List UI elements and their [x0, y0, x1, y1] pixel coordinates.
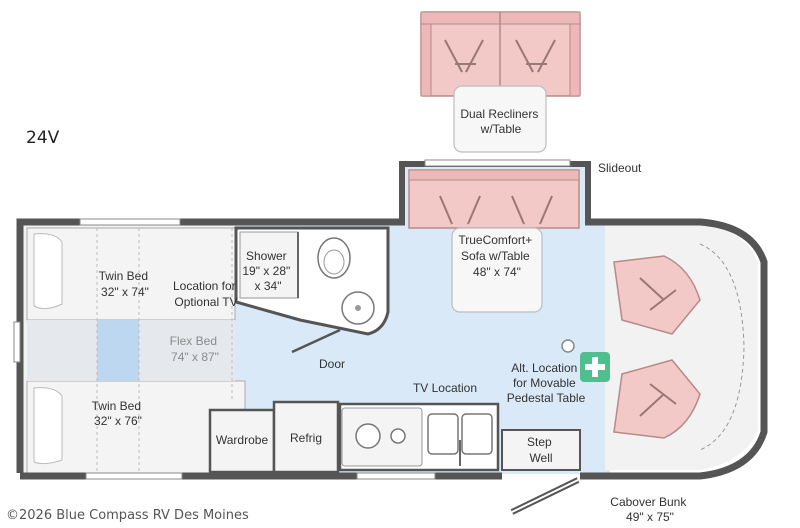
cab-seats: [613, 243, 745, 451]
optional-tv-label: Location for Optional TV: [173, 279, 239, 309]
dual-recliners-label: Dual Recliners w/Table: [460, 107, 541, 136]
model-name: 24V: [26, 128, 60, 148]
plus-icon: [580, 352, 610, 382]
twin-bed-top-label: Twin Bed 32" x 74": [99, 269, 152, 299]
flex-bed-label: Flex Bed 74" x 87": [170, 334, 221, 364]
alt-location-label: Alt. Location for Movable Pedestal Table: [507, 361, 586, 405]
watermark: ©2026 Blue Compass RV Des Moines: [6, 508, 249, 523]
cabover-label: Cabover Bunk 49" x 75": [610, 495, 689, 524]
step-well-label: Step Well: [527, 435, 555, 465]
wardrobe-label: Wardrobe: [216, 433, 269, 447]
door-label: Door: [319, 357, 345, 371]
twin-bed-bottom-label: Twin Bed 32" x 76": [92, 399, 145, 428]
dual-recliners: [420, 11, 581, 153]
tv-location-label: TV Location: [413, 381, 477, 395]
bathroom: [234, 226, 390, 354]
refrigerator: [272, 400, 340, 474]
entry-door: [510, 477, 580, 515]
pedestal-table-marker: [561, 339, 575, 353]
sofa: [408, 169, 580, 313]
windows: [13, 218, 436, 480]
sofa-label: TrueComfort+ Sofa w/Table 48" x 74": [458, 233, 535, 279]
galley: [338, 402, 500, 472]
slideout: [399, 159, 591, 220]
step-well: [501, 429, 581, 471]
shower-label: Shower 19" x 28" x 34": [242, 249, 293, 293]
refrig-label: Refrig: [290, 431, 322, 445]
wardrobe: [208, 408, 276, 474]
slideout-label: Slideout: [598, 161, 642, 175]
flex-bed: [26, 227, 246, 474]
